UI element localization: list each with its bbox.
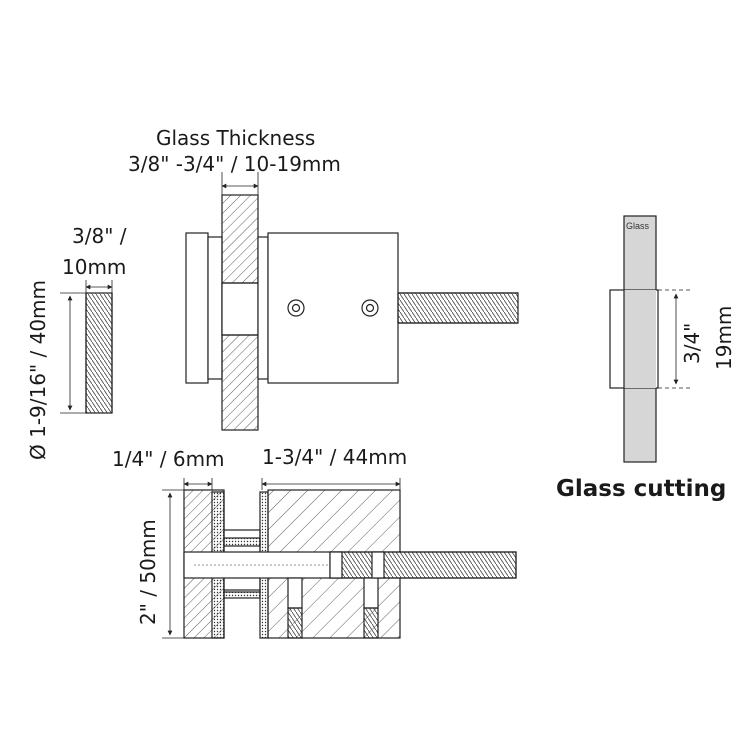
standoff-section — [162, 478, 517, 639]
glass-tag: Glass — [626, 221, 650, 231]
glass-cutting-diagram — [609, 215, 690, 463]
diameter-label: Ø 1-9/16" / 40mm — [26, 279, 50, 460]
glass-thickness-title: Glass Thickness — [156, 126, 316, 150]
cut-mm-label: 19mm — [712, 305, 736, 370]
height-label: 2" / 50mm — [136, 519, 160, 625]
bolt-width-line2: 10mm — [62, 255, 127, 279]
cap-thickness-label: 1/4" / 6mm — [112, 447, 225, 471]
standoff-elevation — [185, 172, 519, 431]
body-length-label: 1-3/4" / 44mm — [262, 445, 408, 469]
glass-thickness-range: 3/8" -3/4" / 10-19mm — [128, 152, 341, 176]
bolt-width-line1: 3/8" / — [72, 224, 127, 248]
glass-cutting-title: Glass cutting — [556, 476, 727, 502]
bolt-detail — [60, 280, 113, 414]
cut-fraction-label: 3/4" — [680, 322, 704, 364]
